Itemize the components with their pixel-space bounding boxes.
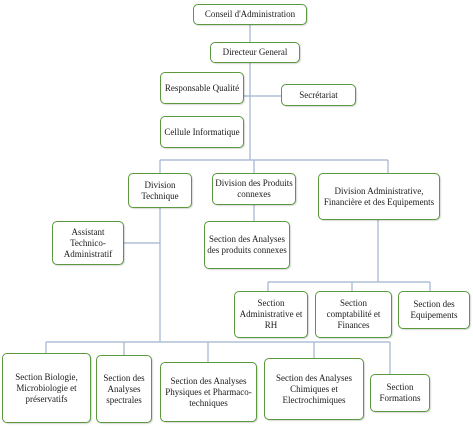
box-sec-chimiques: Section des Analyses Chimiques et Electr…: [264, 358, 364, 420]
box-div-produits: Division des Produits connexes: [212, 173, 296, 205]
box-secretariat: Secrétariat: [281, 84, 356, 106]
box-div-admin: Division Administrative, Financière et d…: [318, 173, 440, 220]
label-sec-formations: Section Formations: [379, 382, 421, 403]
label-qualite: Responsable Qualité: [164, 82, 240, 93]
box-sec-admin-rh: Section Administrative et RH: [234, 291, 308, 338]
box-qualite: Responsable Qualité: [160, 72, 244, 104]
label-conseil: Conseil d'Administration: [204, 9, 296, 19]
box-sec-spectrales: Section des Analyses spectrales: [96, 355, 152, 423]
label-sec-biologie: Section Biologie, Microbiologie et prése…: [15, 371, 78, 404]
box-sec-physiques: Section des Analyses Physiques et Pharma…: [160, 362, 257, 422]
box-sec-equipements: Section des Equipements: [398, 291, 470, 329]
box-directeur: Directeur General: [210, 42, 300, 63]
label-sec-equipements: Section des Equipements: [410, 299, 458, 320]
label-div-technique: Division Technique: [141, 179, 179, 201]
box-div-technique: Division Technique: [128, 173, 192, 208]
label-sec-spectrales: Section des Analyses spectrales: [103, 372, 145, 405]
box-sec-compta: Section comptabilité et Finances: [315, 291, 392, 338]
box-assistant: Assistant Technico-Administratif: [52, 221, 124, 265]
label-div-admin: Division Administrative, Financière et d…: [323, 185, 435, 207]
label-sec-admin-rh: Section Administrative et RH: [239, 298, 303, 330]
box-sec-formations: Section Formations: [370, 374, 430, 412]
label-directeur: Directeur General: [222, 47, 288, 57]
connector-group: [45, 25, 431, 374]
label-sec-analyses-pc: Section des Analyses des produits connex…: [207, 234, 287, 255]
box-cellule: Cellule Informatique: [160, 116, 244, 148]
label-sec-compta: Section comptabilité et Finances: [326, 298, 381, 330]
label-sec-chimiques: Section des Analyses Chimiques et Electr…: [276, 372, 352, 405]
box-conseil: Conseil d'Administration: [193, 4, 307, 25]
label-secretariat: Secrétariat: [299, 89, 338, 100]
label-sec-physiques: Section des Analyses Physiques et Pharma…: [165, 375, 252, 408]
label-assistant: Assistant Technico-Administratif: [63, 226, 113, 259]
box-sec-analyses-pc: Section des Analyses des produits connex…: [204, 221, 290, 269]
label-div-produits: Division des Produits connexes: [215, 178, 293, 199]
label-cellule: Cellule Informatique: [164, 126, 240, 137]
box-sec-biologie: Section Biologie, Microbiologie et prése…: [2, 353, 91, 423]
